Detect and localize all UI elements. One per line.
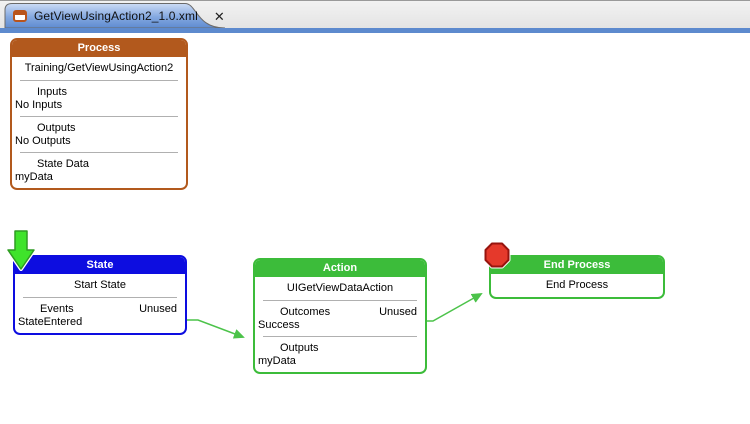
document-icon: [13, 10, 27, 22]
start-arrow-icon[interactable]: [7, 229, 35, 271]
action-node-header: Action: [255, 260, 425, 277]
divider: [20, 80, 178, 81]
section-value: No Inputs: [15, 99, 63, 111]
unused-badge: Unused: [379, 306, 417, 318]
divider: [23, 297, 177, 298]
process-name: Training/GetViewUsingAction2: [24, 62, 174, 74]
state-node-header: State: [15, 257, 185, 274]
section-label: State Data: [37, 158, 89, 170]
section-row: Outcomes Unused: [255, 301, 425, 319]
unused-badge: Unused: [139, 303, 177, 315]
tab-shape: [4, 3, 226, 28]
action-name: UIGetViewDataAction: [286, 282, 394, 294]
stop-octagon-icon[interactable]: [483, 241, 511, 269]
section-value: Success: [258, 319, 300, 331]
section-label: Outcomes: [280, 306, 331, 318]
active-tab-accent-bar: [0, 28, 750, 33]
section-value: myData: [258, 355, 296, 367]
connector-action-to-end[interactable]: [427, 293, 483, 322]
section-label: Outputs: [37, 122, 76, 134]
tab-title: GetViewUsingAction2_1.0.xml: [34, 9, 198, 23]
connector-state-to-action[interactable]: [187, 319, 245, 339]
tab-getviewusingaction2[interactable]: GetViewUsingAction2_1.0.xml ✕: [4, 3, 225, 29]
end-process-node-header: End Process: [491, 257, 663, 274]
end-process-name: End Process: [545, 279, 609, 291]
section-label: Inputs: [37, 86, 67, 98]
close-icon[interactable]: ✕: [213, 8, 225, 24]
divider: [263, 336, 417, 337]
state-name: Start State: [74, 279, 126, 291]
section-value: myData: [15, 171, 53, 183]
process-node-header: Process: [12, 40, 186, 57]
section-label: Events: [40, 303, 74, 315]
section-value: No Outputs: [15, 135, 71, 147]
section-row: Events Unused: [15, 298, 185, 316]
process-node[interactable]: Process Training/GetViewUsingAction2 Inp…: [10, 38, 188, 190]
state-node[interactable]: State Start State Events Unused StateEnt…: [13, 255, 187, 335]
action-node[interactable]: Action UIGetViewDataAction Outcomes Unus…: [253, 258, 427, 374]
divider: [263, 300, 417, 301]
editor-tab-bar: GetViewUsingAction2_1.0.xml ✕: [0, 0, 750, 28]
section-label: Outputs: [280, 342, 319, 354]
divider: [20, 116, 178, 117]
diagram-canvas[interactable]: Process Training/GetViewUsingAction2 Inp…: [0, 33, 750, 424]
section-value: StateEntered: [18, 316, 83, 328]
end-process-node[interactable]: End Process End Process: [489, 255, 665, 299]
divider: [20, 152, 178, 153]
